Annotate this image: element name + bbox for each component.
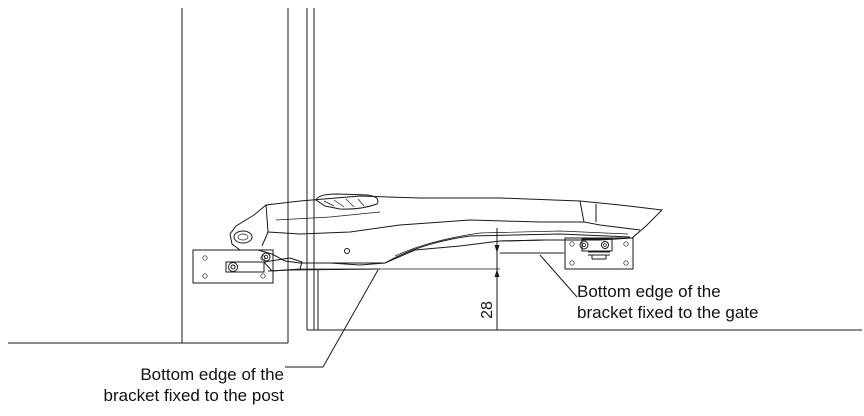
post-bracket-label: Bottom edge of the bracket fixed to the … (104, 364, 285, 406)
post-bracket-label-line1: Bottom edge of the (140, 365, 284, 384)
reference-lines (300, 252, 565, 270)
gate-bracket (564, 237, 634, 270)
dimension-value: 28 (479, 301, 496, 319)
post-bracket (192, 249, 303, 284)
dimension-arrow-top (494, 245, 500, 253)
gate-bracket-label-line2: bracket fixed to the gate (577, 303, 759, 322)
gate-bracket-label-line1: Bottom edge of the (577, 282, 721, 301)
dimension-28-marker (494, 228, 500, 330)
leader-gate-bracket (539, 254, 578, 298)
post-bracket-label-line2: bracket fixed to the post (103, 386, 285, 405)
gate-leaf (306, 8, 862, 331)
leader-lines (285, 254, 578, 368)
leader-post-bracket (285, 269, 379, 368)
gate-post (8, 8, 289, 344)
gate-bracket-label: Bottom edge of the bracket fixed to the … (577, 281, 758, 323)
dimension-arrow-bottom (494, 269, 500, 277)
motor-body (229, 193, 664, 271)
